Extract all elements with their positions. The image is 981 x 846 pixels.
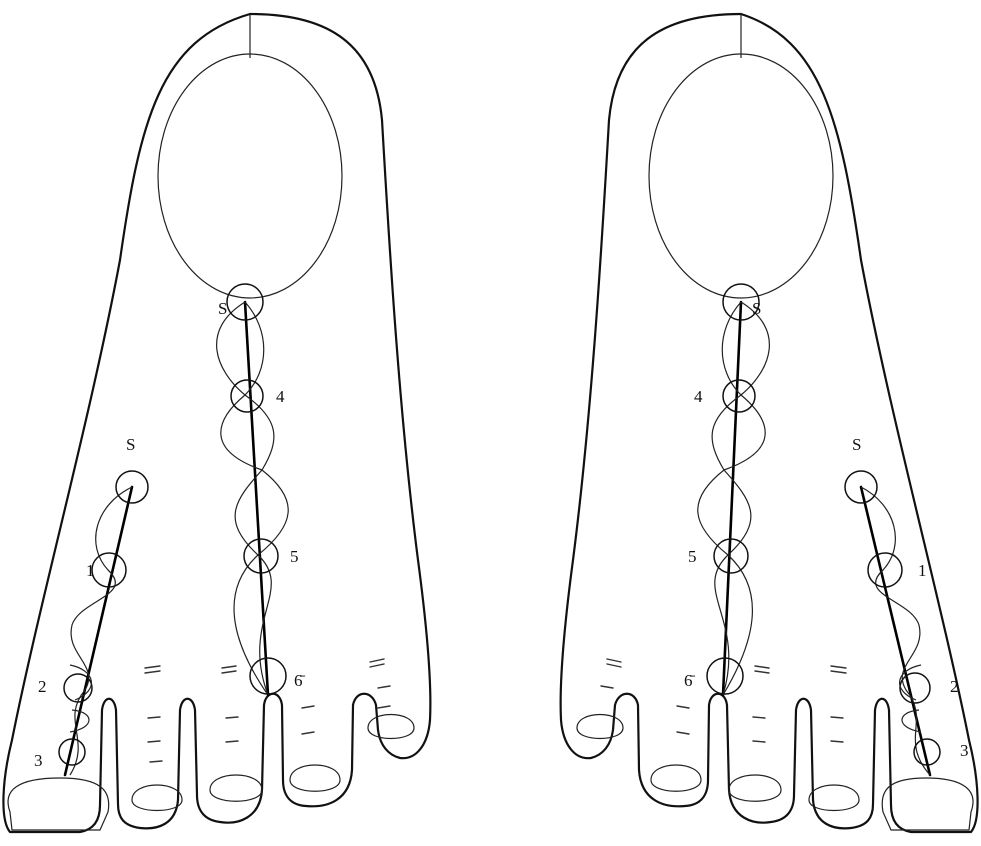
- right-toe-nail-4: [651, 765, 701, 791]
- left-toe-nail-3: [210, 775, 262, 801]
- left-label-2: 2: [38, 677, 47, 696]
- left-main-meridian-line: [245, 302, 268, 695]
- right-main-meridian-wave-a: [712, 302, 769, 695]
- right-label-s-side: S: [852, 435, 861, 454]
- left-main-meridian-wave-b: [221, 302, 288, 695]
- left-label-5: 5: [290, 547, 299, 566]
- left-toe-nail-5: [368, 715, 414, 739]
- right-toe-nail-5: [577, 715, 623, 739]
- left-big-toe-nail: [8, 778, 109, 830]
- left-label-s-heel: S: [218, 299, 227, 318]
- right-label-1: 1: [918, 561, 927, 580]
- right-label-5: 5: [688, 547, 697, 566]
- right-label-s-heel: S: [752, 299, 761, 318]
- left-label-4: 4: [276, 387, 285, 406]
- left-point-2: [64, 674, 92, 702]
- right-label-2: 2: [950, 677, 959, 696]
- right-heel-oval: [649, 54, 833, 298]
- left-heel-oval: [158, 54, 342, 298]
- left-toe-nail-4: [290, 765, 340, 791]
- left-label-6: 6̄: [294, 671, 306, 690]
- right-label-3: 3: [960, 741, 969, 760]
- right-toe-nail-3: [729, 775, 781, 801]
- right-label-6: 6̄: [684, 671, 696, 690]
- left-toe-nail-2: [132, 785, 182, 811]
- left-side-meridian-line: [65, 487, 132, 775]
- left-label-3: 3: [34, 751, 43, 770]
- left-foot-outline: [3, 14, 430, 832]
- left-foot: S 4 5 6̄ S 1 2 3: [3, 14, 430, 832]
- left-label-1: 1: [86, 561, 95, 580]
- left-label-s-side: S: [126, 435, 135, 454]
- right-label-4: 4: [694, 387, 703, 406]
- right-main-meridian-line: [723, 302, 741, 695]
- right-toe-nail-2: [809, 785, 859, 811]
- right-foot: [561, 14, 978, 832]
- right-foot-labels: S 4 5 6̄ S 1 2 3: [684, 299, 969, 760]
